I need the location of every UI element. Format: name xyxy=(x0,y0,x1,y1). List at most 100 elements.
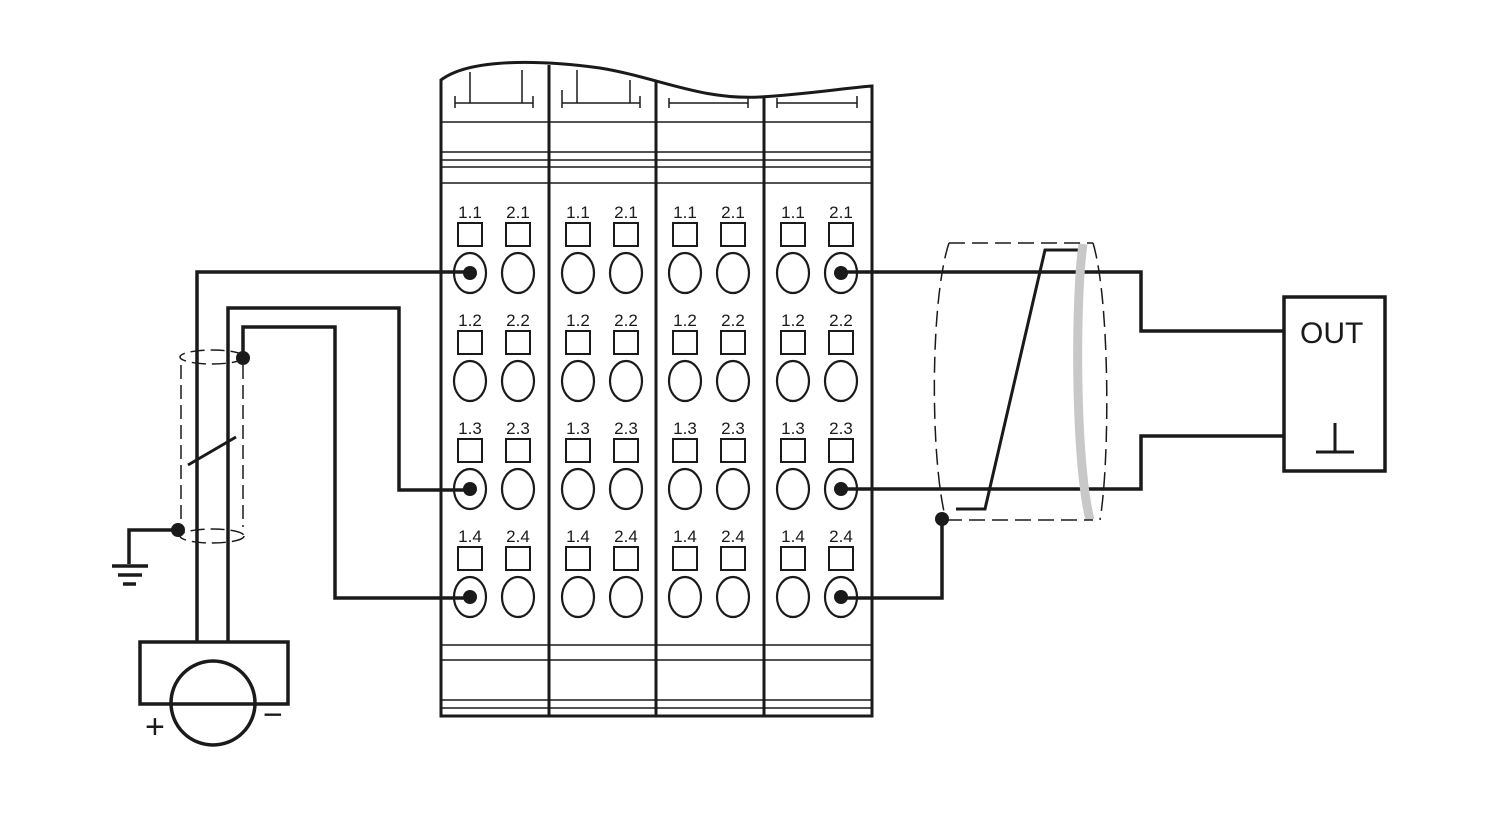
terminal-marker-square xyxy=(565,546,591,571)
terminal-screw-icon xyxy=(715,467,751,511)
terminal-label: 1.4 xyxy=(458,527,482,546)
terminal-label: 2.1 xyxy=(614,203,638,222)
terminal-marker-square xyxy=(720,222,746,247)
terminal-marker-square xyxy=(565,438,591,463)
terminal-screw-icon xyxy=(775,251,811,295)
terminal-marker-square xyxy=(457,438,483,463)
terminal-marker-square xyxy=(720,438,746,463)
output-label: OUT xyxy=(1300,317,1363,350)
ground-icon xyxy=(112,564,148,586)
terminal-screw-icon xyxy=(500,467,536,511)
terminal-marker-square xyxy=(828,222,854,247)
terminal-marker-square xyxy=(613,438,639,463)
terminal-marker-square xyxy=(505,222,531,247)
module-dividers xyxy=(547,65,766,716)
terminal-label: 2.2 xyxy=(506,311,530,330)
terminal-marker-square xyxy=(780,330,806,355)
current-source: + − xyxy=(138,640,290,747)
terminal-marker-square xyxy=(780,438,806,463)
terminal-label: 2.1 xyxy=(829,203,853,222)
terminal-marker-square xyxy=(613,222,639,247)
terminal-label: 2.4 xyxy=(721,527,745,546)
terminal-screw-icon xyxy=(775,359,811,403)
terminal-label: 2.4 xyxy=(614,527,638,546)
terminal-label: 1.4 xyxy=(781,527,805,546)
terminal-label: 1.2 xyxy=(566,311,590,330)
source-frame xyxy=(138,640,290,706)
terminal-marker-square xyxy=(565,222,591,247)
terminal-label: 1.2 xyxy=(673,311,697,330)
terminal-label: 2.1 xyxy=(721,203,745,222)
terminal-screw-icon xyxy=(715,575,751,619)
terminal-label: 2.2 xyxy=(829,311,853,330)
terminal-marker-square xyxy=(828,438,854,463)
terminal-label: 2.1 xyxy=(506,203,530,222)
terminal-label: 1.2 xyxy=(781,311,805,330)
terminal-screw-icon xyxy=(560,575,596,619)
terminal-label: 1.1 xyxy=(781,203,805,222)
terminal-block-outline xyxy=(439,60,874,718)
terminal-screw-icon xyxy=(608,467,644,511)
terminal-screw-icon xyxy=(560,251,596,295)
terminal-marker-square xyxy=(505,546,531,571)
terminal-label: 1.3 xyxy=(566,419,590,438)
terminal-label: 1.3 xyxy=(458,419,482,438)
terminal-screw-icon xyxy=(823,359,859,403)
terminal-label: 1.4 xyxy=(566,527,590,546)
terminal-label: 1.1 xyxy=(458,203,482,222)
source-wiring xyxy=(127,270,470,642)
source-cable-shield xyxy=(179,349,245,544)
terminal-label: 2.4 xyxy=(506,527,530,546)
terminal-label: 1.4 xyxy=(673,527,697,546)
terminal-marker-square xyxy=(828,330,854,355)
terminal-screw-icon xyxy=(775,575,811,619)
terminal-screw-icon xyxy=(560,359,596,403)
terminal-marker-square xyxy=(672,438,698,463)
terminal-marker-square xyxy=(780,222,806,247)
terminal-screw-icon xyxy=(500,575,536,619)
source-minus-label: − xyxy=(263,696,283,734)
terminal-screw-icon xyxy=(608,575,644,619)
terminal-screw-icon xyxy=(667,575,703,619)
terminal-screw-icon xyxy=(452,359,488,403)
terminal-marker-square xyxy=(505,438,531,463)
terminal-marker-square xyxy=(505,330,531,355)
terminal-label: 1.1 xyxy=(673,203,697,222)
terminal-marker-square xyxy=(672,222,698,247)
terminal-label: 1.3 xyxy=(781,419,805,438)
output-ground-icon xyxy=(1316,423,1354,454)
terminal-screw-icon xyxy=(775,467,811,511)
output-shield-band xyxy=(1073,243,1095,522)
top-label-brackets xyxy=(454,70,858,108)
source-junction-dots xyxy=(171,351,250,537)
terminal-grid: 1.1 2.1 1.2 2.2 1.3 2.3 1.4 2.4 1.1 2.1 1.2 2.2 1.3 2… xyxy=(452,203,859,619)
terminal-label: 2.2 xyxy=(614,311,638,330)
terminal-marker-square xyxy=(780,546,806,571)
terminal-marker-square xyxy=(613,546,639,571)
terminal-marker-square xyxy=(672,546,698,571)
terminal-screw-icon xyxy=(500,251,536,295)
terminal-label: 1.3 xyxy=(673,419,697,438)
terminal-screw-icon xyxy=(608,359,644,403)
output-wiring xyxy=(842,248,1284,600)
housing-rails xyxy=(441,121,872,709)
terminal-marker-square xyxy=(720,330,746,355)
terminal-label: 1.2 xyxy=(458,311,482,330)
terminal-label: 1.1 xyxy=(566,203,590,222)
terminal-screw-icon xyxy=(667,359,703,403)
terminal-label: 2.3 xyxy=(506,419,530,438)
output-device: OUT xyxy=(1282,295,1387,473)
terminal-screw-icon xyxy=(608,251,644,295)
terminal-screw-icon xyxy=(667,251,703,295)
source-plus-label: + xyxy=(145,708,165,746)
terminal-label: 2.3 xyxy=(721,419,745,438)
terminal-marker-square xyxy=(828,546,854,571)
terminal-label: 2.4 xyxy=(829,527,853,546)
terminal-marker-square xyxy=(672,330,698,355)
output-cable-shield xyxy=(933,242,1108,521)
terminal-label: 2.3 xyxy=(614,419,638,438)
output-device-box xyxy=(1282,295,1387,473)
terminal-connection-dot xyxy=(834,266,848,280)
terminal-screw-icon xyxy=(500,359,536,403)
terminal-marker-square xyxy=(720,546,746,571)
